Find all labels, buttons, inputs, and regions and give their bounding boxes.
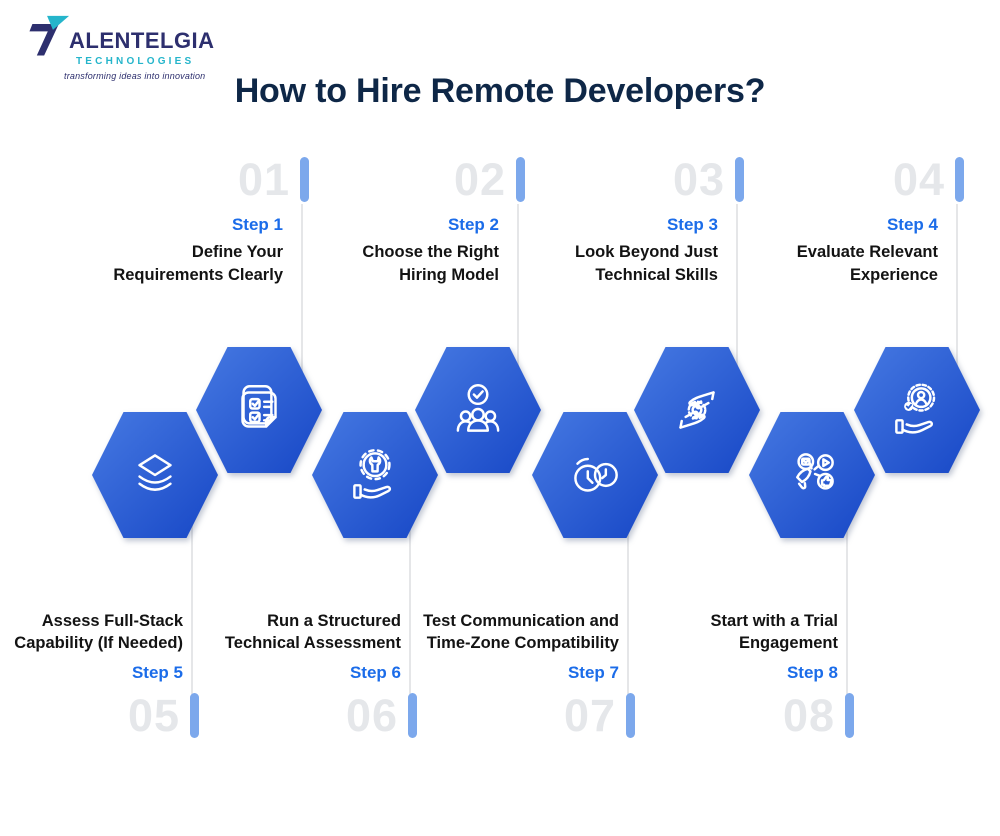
team-check-icon <box>456 384 500 432</box>
step-1-block: 01 Step 1 Define Your Requirements Clear… <box>69 156 309 286</box>
hands-gear-icon <box>679 391 715 429</box>
logo-subtitle: TECHNOLOGIES <box>76 56 195 67</box>
hexagon-step5 <box>92 412 218 538</box>
step-1-title: Define Your Requirements Clearly <box>113 243 283 284</box>
step-5-block: Assess Full-Stack Capability (If Needed)… <box>0 610 199 739</box>
connector-line-step8 <box>846 478 848 694</box>
step-6-title: Run a Structured Technical Assessment <box>224 612 401 653</box>
step-8-block: Start with a Trial Engagement Step 8 08 <box>594 610 854 739</box>
step-8-number: 08 <box>782 690 835 742</box>
step-6-label: Step 6 <box>349 662 401 682</box>
step-6-accent-bar <box>408 693 417 739</box>
step-7-number: 07 <box>563 690 616 742</box>
timezone-clocks-icon <box>574 457 618 492</box>
step-2-number: 02 <box>453 153 506 205</box>
step-1-accent-bar <box>300 156 309 202</box>
talentelgia-logo-icon <box>28 14 72 56</box>
megaphone-media-icon <box>796 453 834 490</box>
connector-line-step1 <box>301 204 303 410</box>
checklist-icon <box>241 385 277 428</box>
step-4-number: 04 <box>892 153 945 205</box>
step-4-block: 04 Step 4 Evaluate Relevant Experience <box>724 156 964 286</box>
step-1-label: Step 1 <box>231 215 283 234</box>
hexagon-step3 <box>634 347 760 473</box>
step-8-title: Start with a Trial Engagement <box>710 612 838 653</box>
hexagon-step2 <box>415 347 541 473</box>
connector-line-step4 <box>956 204 958 410</box>
step-2-label: Step 2 <box>447 215 499 234</box>
step-6-block: Run a Structured Technical Assessment St… <box>157 610 417 739</box>
step-4-label: Step 4 <box>886 215 938 234</box>
step-4-title: Evaluate Relevant Experience <box>796 243 938 284</box>
step-5-title: Assess Full-Stack Capability (If Needed) <box>14 612 183 653</box>
step-6-number: 06 <box>345 690 398 742</box>
step-7-title: Test Communication and Time-Zone Compati… <box>423 612 619 653</box>
connector-line-step3 <box>736 204 738 410</box>
step-3-accent-bar <box>735 156 744 202</box>
experience-badge-hand-icon <box>895 383 936 434</box>
connector-line-step5 <box>191 478 193 694</box>
step-3-block: 03 Step 3 Look Beyond Just Technical Ski… <box>504 156 744 286</box>
hexagon-step4 <box>854 347 980 473</box>
step-2-block: 02 Step 2 Choose the Right Hiring Model <box>285 156 525 286</box>
step-2-title: Choose the Right Hiring Model <box>362 243 499 284</box>
step-7-accent-bar <box>626 693 635 739</box>
page-title: How to Hire Remote Developers? <box>234 72 766 110</box>
step-8-accent-bar <box>845 693 854 739</box>
step-3-title: Look Beyond Just Technical Skills <box>574 243 718 284</box>
hexagon-step1 <box>196 347 322 473</box>
step-2-accent-bar <box>516 156 525 202</box>
layers-stack-icon <box>138 454 172 491</box>
step-8-label: Step 8 <box>786 662 838 682</box>
step-7-label: Step 7 <box>567 662 619 682</box>
hand-wrench-gear-icon <box>353 449 392 499</box>
hexagon-step8 <box>749 412 875 538</box>
connector-line-step2 <box>517 204 519 410</box>
step-5-label: Step 5 <box>131 662 183 682</box>
step-3-number: 03 <box>672 153 725 205</box>
step-5-accent-bar <box>190 693 199 739</box>
hexagon-step7 <box>532 412 658 538</box>
step-7-block: Test Communication and Time-Zone Compati… <box>375 610 635 739</box>
connector-line-step7 <box>627 478 629 694</box>
talentelgia-logo: ALENTELGIA TECHNOLOGIES transforming ide… <box>28 14 215 81</box>
hexagon-step6 <box>312 412 438 538</box>
step-3-label: Step 3 <box>666 215 718 234</box>
step-1-number: 01 <box>237 153 290 205</box>
logo-brand-name: ALENTELGIA <box>69 28 215 53</box>
step-4-accent-bar <box>955 156 964 202</box>
logo-tagline: transforming ideas into innovation <box>64 71 206 81</box>
step-5-number: 05 <box>127 690 180 742</box>
connector-line-step6 <box>409 478 411 694</box>
